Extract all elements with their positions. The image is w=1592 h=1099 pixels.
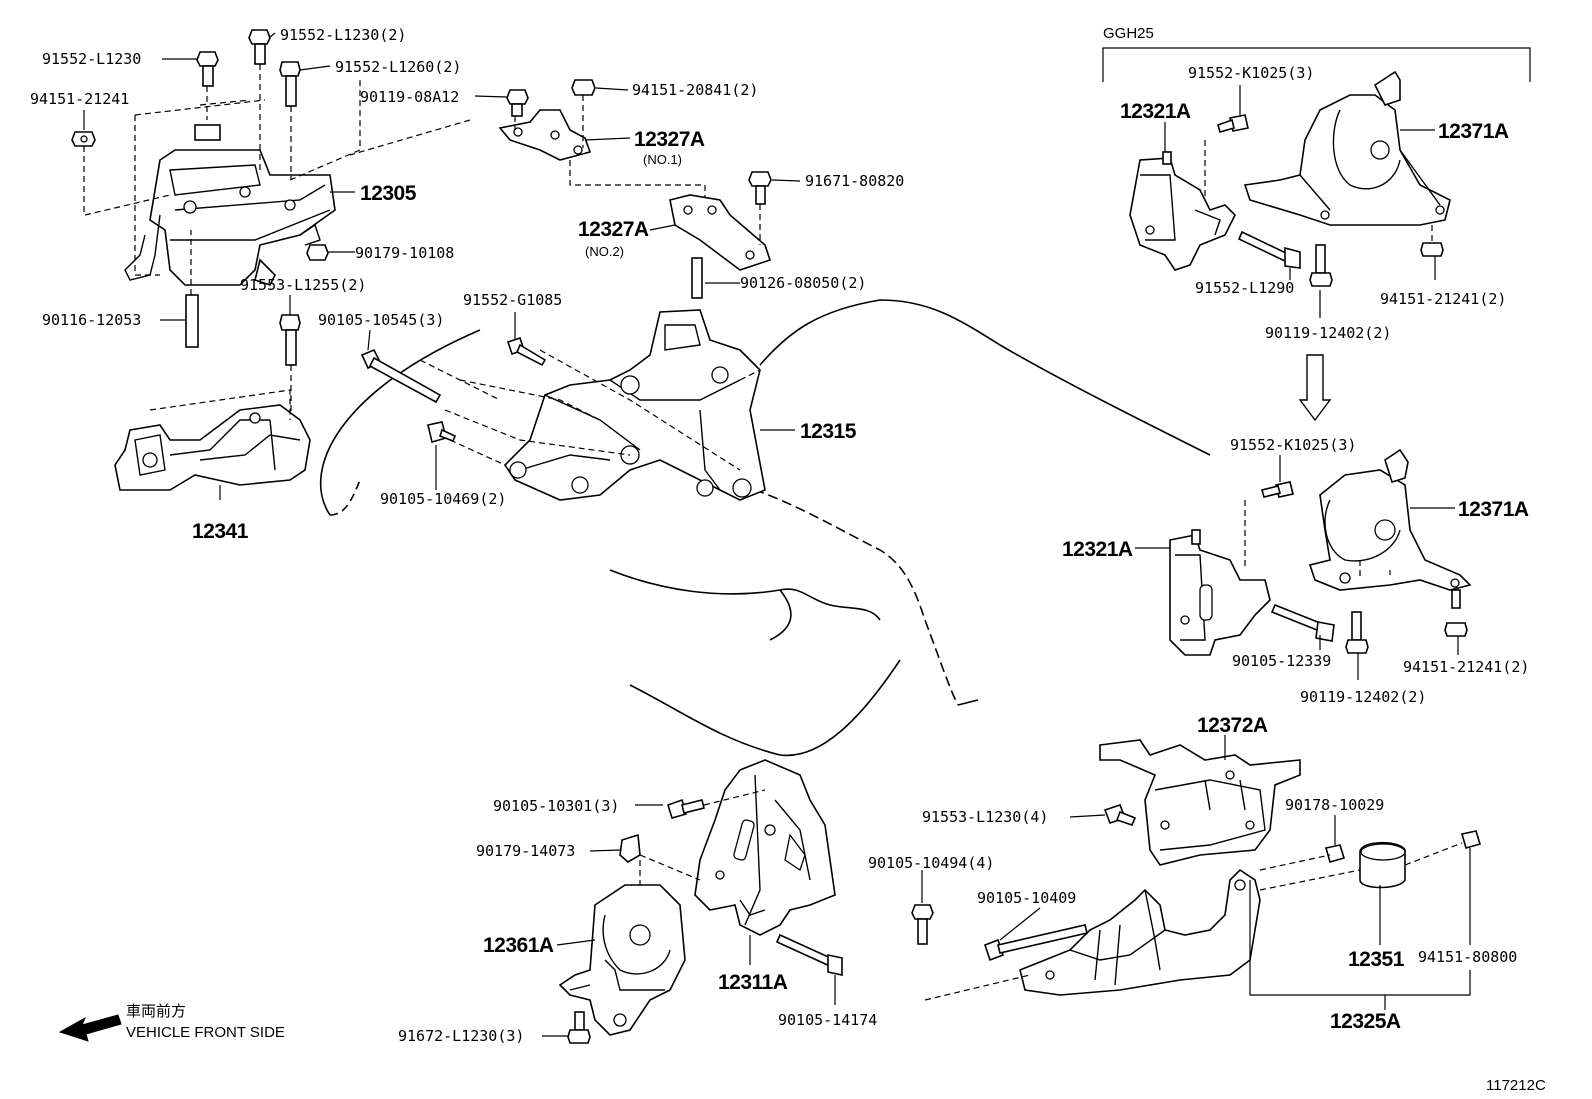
label-12321A-a: 12321A [1120, 100, 1191, 123]
bolts-12361A [567, 1011, 591, 1044]
label-91552-K1025-x3-b: 91552-K1025(3) [1230, 436, 1356, 454]
label-90119-08A12: 90119-08A12 [360, 88, 459, 106]
label-90105-10494-x4: 90105-10494(4) [868, 854, 994, 872]
label-12341: 12341 [192, 520, 249, 543]
bolts-12372A-area [1103, 803, 1482, 891]
label-90105-10469-x2: 90105-10469(2) [380, 490, 506, 508]
label-12327A-no1: 12327A [634, 128, 705, 151]
label-vehicle-front-jp: 車両前方 [126, 1003, 186, 1020]
part-12327A-no2-bracket [669, 171, 772, 299]
label-94151-20841-x2: 94151-20841(2) [632, 81, 758, 99]
part-12325A-bracket [924, 868, 1261, 1001]
label-91552-L1230-x2: 91552-L1230(2) [280, 26, 406, 44]
part-12371A-lower [1308, 448, 1472, 591]
part-12372A-mount [1099, 739, 1301, 866]
part-labels: 91552-L1230 91552-L1230(2) 91552-L1260(2… [30, 25, 1546, 1094]
part-12315-bracket [419, 309, 766, 501]
label-90105-10409: 90105-10409 [977, 889, 1076, 907]
label-12351: 12351 [1348, 948, 1405, 971]
part-12321A-upper [1129, 151, 1236, 271]
label-90105-14174: 90105-14174 [778, 1011, 877, 1029]
part-12311A-bracket [694, 759, 836, 936]
part-12321A-lower [1169, 500, 1271, 656]
bolts-ggh25-upper [1204, 114, 1444, 287]
part-12361A-mount [558, 860, 686, 1036]
label-12361A: 12361A [483, 934, 554, 957]
label-12372A: 12372A [1197, 714, 1268, 737]
part-12327A-no1-bracket [349, 95, 706, 200]
label-no2: (NO.2) [585, 244, 624, 259]
engine-outline [319, 299, 1211, 757]
label-ggh25: GGH25 [1103, 25, 1154, 42]
diagram-id: 117212C [1486, 1077, 1546, 1094]
label-12371A-a: 12371A [1438, 120, 1509, 143]
bolts-12311A [619, 789, 843, 976]
label-90116-12053: 90116-12053 [42, 311, 141, 329]
label-90119-12402-x2-b: 90119-12402(2) [1300, 688, 1426, 706]
label-90179-14073: 90179-14073 [476, 842, 575, 860]
bolts-12325A [911, 904, 1088, 962]
label-90105-12339: 90105-12339 [1232, 652, 1331, 670]
label-vehicle-front-en: VEHICLE FRONT SIDE [126, 1024, 285, 1041]
12305-assembly-dash [84, 80, 361, 276]
ggh25-bracket [1102, 47, 1531, 82]
label-91552-K1025-x3-a: 91552-K1025(3) [1188, 64, 1314, 82]
label-91552-L1290: 91552-L1290 [1195, 279, 1294, 297]
label-90105-10301-x3: 90105-10301(3) [493, 797, 619, 815]
label-94151-21241-x2-a: 94151-21241(2) [1380, 290, 1506, 308]
label-12327A-no2: 12327A [578, 218, 649, 241]
label-94151-21241-x2-b: 94151-21241(2) [1403, 658, 1529, 676]
label-91552-L1230: 91552-L1230 [42, 50, 141, 68]
bolts-upper-left [71, 29, 596, 420]
down-arrow [1298, 354, 1332, 422]
label-91553-L1255-x2: 91553-L1255(2) [240, 276, 366, 294]
label-90105-10545-x3: 90105-10545(3) [318, 311, 444, 329]
label-91552-G1085: 91552-G1085 [463, 291, 562, 309]
label-94151-80800: 94151-80800 [1418, 948, 1517, 966]
label-91553-L1230-x4: 91553-L1230(4) [922, 808, 1048, 826]
label-91672-L1230-x3: 91672-L1230(3) [398, 1027, 524, 1045]
label-91552-L1260-x2: 91552-L1260(2) [335, 58, 461, 76]
label-12371A-b: 12371A [1458, 498, 1529, 521]
label-12305: 12305 [360, 182, 417, 205]
label-12325A: 12325A [1330, 1010, 1401, 1033]
label-12321A-b: 12321A [1062, 538, 1133, 561]
label-90126-08050-x2: 90126-08050(2) [740, 274, 866, 292]
label-90119-12402-x2-a: 90119-12402(2) [1265, 324, 1391, 342]
part-12341-mount [114, 389, 311, 491]
vehicle-front-arrow [58, 1014, 122, 1042]
label-90179-10108: 90179-10108 [355, 244, 454, 262]
label-12311A: 12311A [718, 971, 788, 994]
bolts-ggh25-lower [1261, 481, 1468, 654]
label-no1: (NO.1) [643, 152, 682, 167]
part-12371A-upper [1243, 70, 1451, 226]
bolts-12315 [360, 336, 547, 443]
label-12315: 12315 [800, 420, 857, 443]
part-12305-mount [124, 124, 336, 286]
leader-lines [83, 32, 1471, 1037]
label-90178-10029: 90178-10029 [1285, 796, 1384, 814]
label-91671-80820: 91671-80820 [805, 172, 904, 190]
label-94151-21241: 94151-21241 [30, 90, 129, 108]
